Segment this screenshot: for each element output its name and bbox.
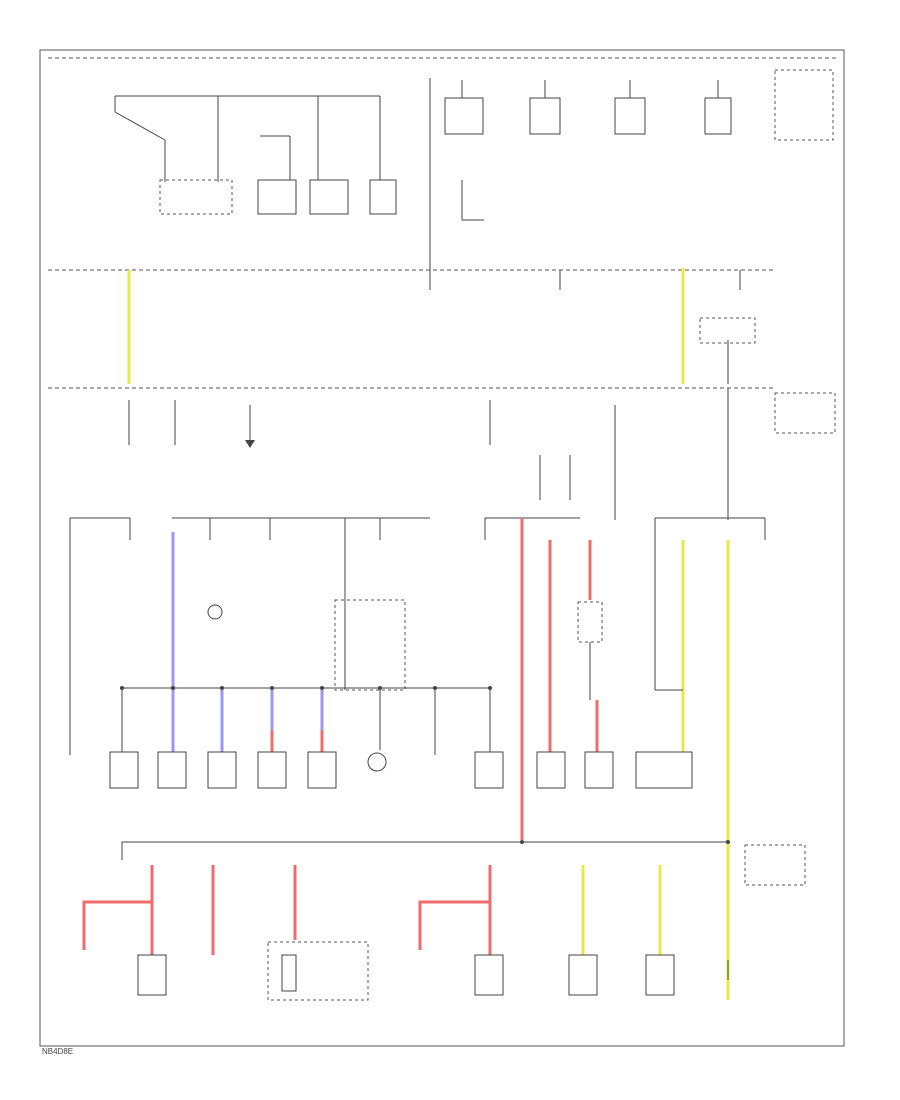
top-relay-2 (529, 97, 561, 135)
bottom-box-2 (474, 954, 504, 996)
component-box-4 (257, 751, 287, 789)
bottom-note-box (744, 844, 806, 886)
middle-section (127, 268, 756, 384)
side-note-box-2 (774, 392, 836, 434)
bottom-dashed-box (267, 941, 369, 1001)
bottom-box-4 (645, 954, 675, 996)
control-unit-dashed-box (334, 599, 406, 691)
component-box-9 (635, 751, 693, 789)
component-box-5 (307, 751, 337, 789)
component-box-3 (207, 751, 237, 789)
middle-note-box (699, 317, 756, 344)
diagram-frame (39, 49, 845, 1047)
top-relay-3 (614, 97, 646, 135)
relay-dashed-box (577, 601, 603, 643)
component-box-8 (584, 751, 614, 789)
top-fuse-relay-section (48, 57, 838, 270)
bottom-box-1 (137, 954, 167, 996)
component-box-6 (474, 751, 504, 789)
component-circle-1 (207, 604, 223, 620)
right-note-box (774, 69, 834, 141)
relay-box-b (309, 179, 349, 215)
relay-box-c (369, 179, 397, 215)
fuse-section (69, 388, 766, 1000)
component-box-7 (536, 751, 566, 789)
component-box-2 (157, 751, 187, 789)
component-circle-2 (367, 752, 387, 772)
component-box-1 (109, 751, 139, 789)
control-block-box (159, 179, 233, 215)
bottom-box-3 (568, 954, 598, 996)
top-relay-4 (704, 97, 732, 135)
relay-box-a (257, 179, 297, 215)
bottom-inner-box (281, 954, 297, 992)
top-relay-1 (444, 97, 484, 135)
bottom-section (82, 840, 806, 1001)
diagram-code: NB4D8E (42, 1047, 73, 1056)
